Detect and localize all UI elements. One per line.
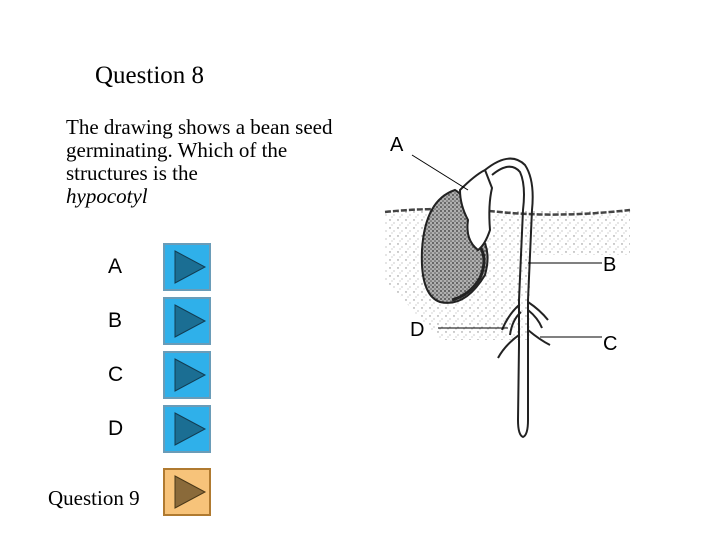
next-question-label: Question 9	[48, 486, 140, 510]
option-a-label: A	[108, 255, 123, 278]
pointer-a	[411, 154, 469, 191]
diagram-label-a: A	[390, 134, 404, 156]
option-d-button[interactable]	[163, 405, 211, 453]
option-a-button[interactable]	[163, 243, 211, 291]
question-text: The drawing shows a bean seed germinatin…	[66, 115, 333, 185]
bean-seed-diagram	[384, 154, 631, 439]
play-triangle-icon	[174, 358, 207, 392]
slide-title: Question 8	[95, 62, 205, 89]
hypocotyl	[484, 157, 534, 345]
option-c-label: C	[108, 363, 124, 386]
diagram-label-d: D	[410, 319, 425, 341]
play-triangle-icon	[174, 475, 207, 509]
option-c-button[interactable]	[163, 351, 211, 399]
option-b-button[interactable]	[163, 297, 211, 345]
option-b-label: B	[108, 309, 123, 332]
question-term: hypocotyl	[66, 184, 148, 208]
diagram-label-c: C	[603, 333, 618, 355]
play-triangle-icon	[174, 250, 207, 284]
diagram-label-b: B	[603, 254, 617, 276]
play-triangle-icon	[174, 412, 207, 446]
question-text-block: The drawing shows a bean seed germinatin…	[66, 116, 356, 208]
next-question-button[interactable]	[163, 468, 211, 516]
option-d-label: D	[108, 417, 124, 440]
play-triangle-icon	[174, 304, 207, 338]
